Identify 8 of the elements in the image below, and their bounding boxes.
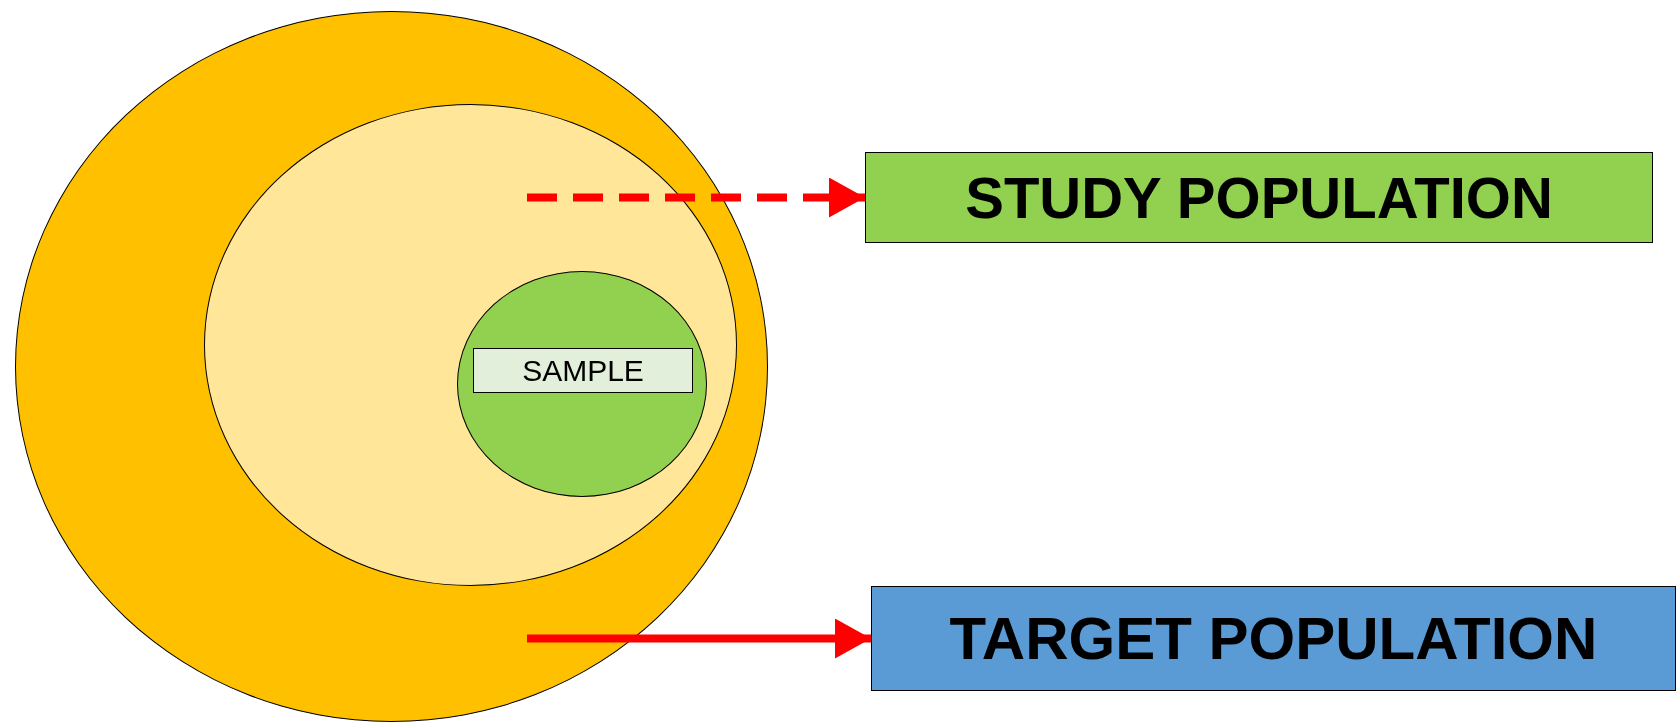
arrow xyxy=(527,177,865,218)
target-population-box xyxy=(871,586,1676,691)
study-population-box xyxy=(865,152,1653,243)
box-label: TARGET POPULATION xyxy=(949,604,1598,673)
box-label: STUDY POPULATION xyxy=(965,164,1553,231)
arrow xyxy=(527,618,871,659)
box-label: SAMPLE xyxy=(522,353,644,388)
sample-label-box xyxy=(473,348,693,393)
